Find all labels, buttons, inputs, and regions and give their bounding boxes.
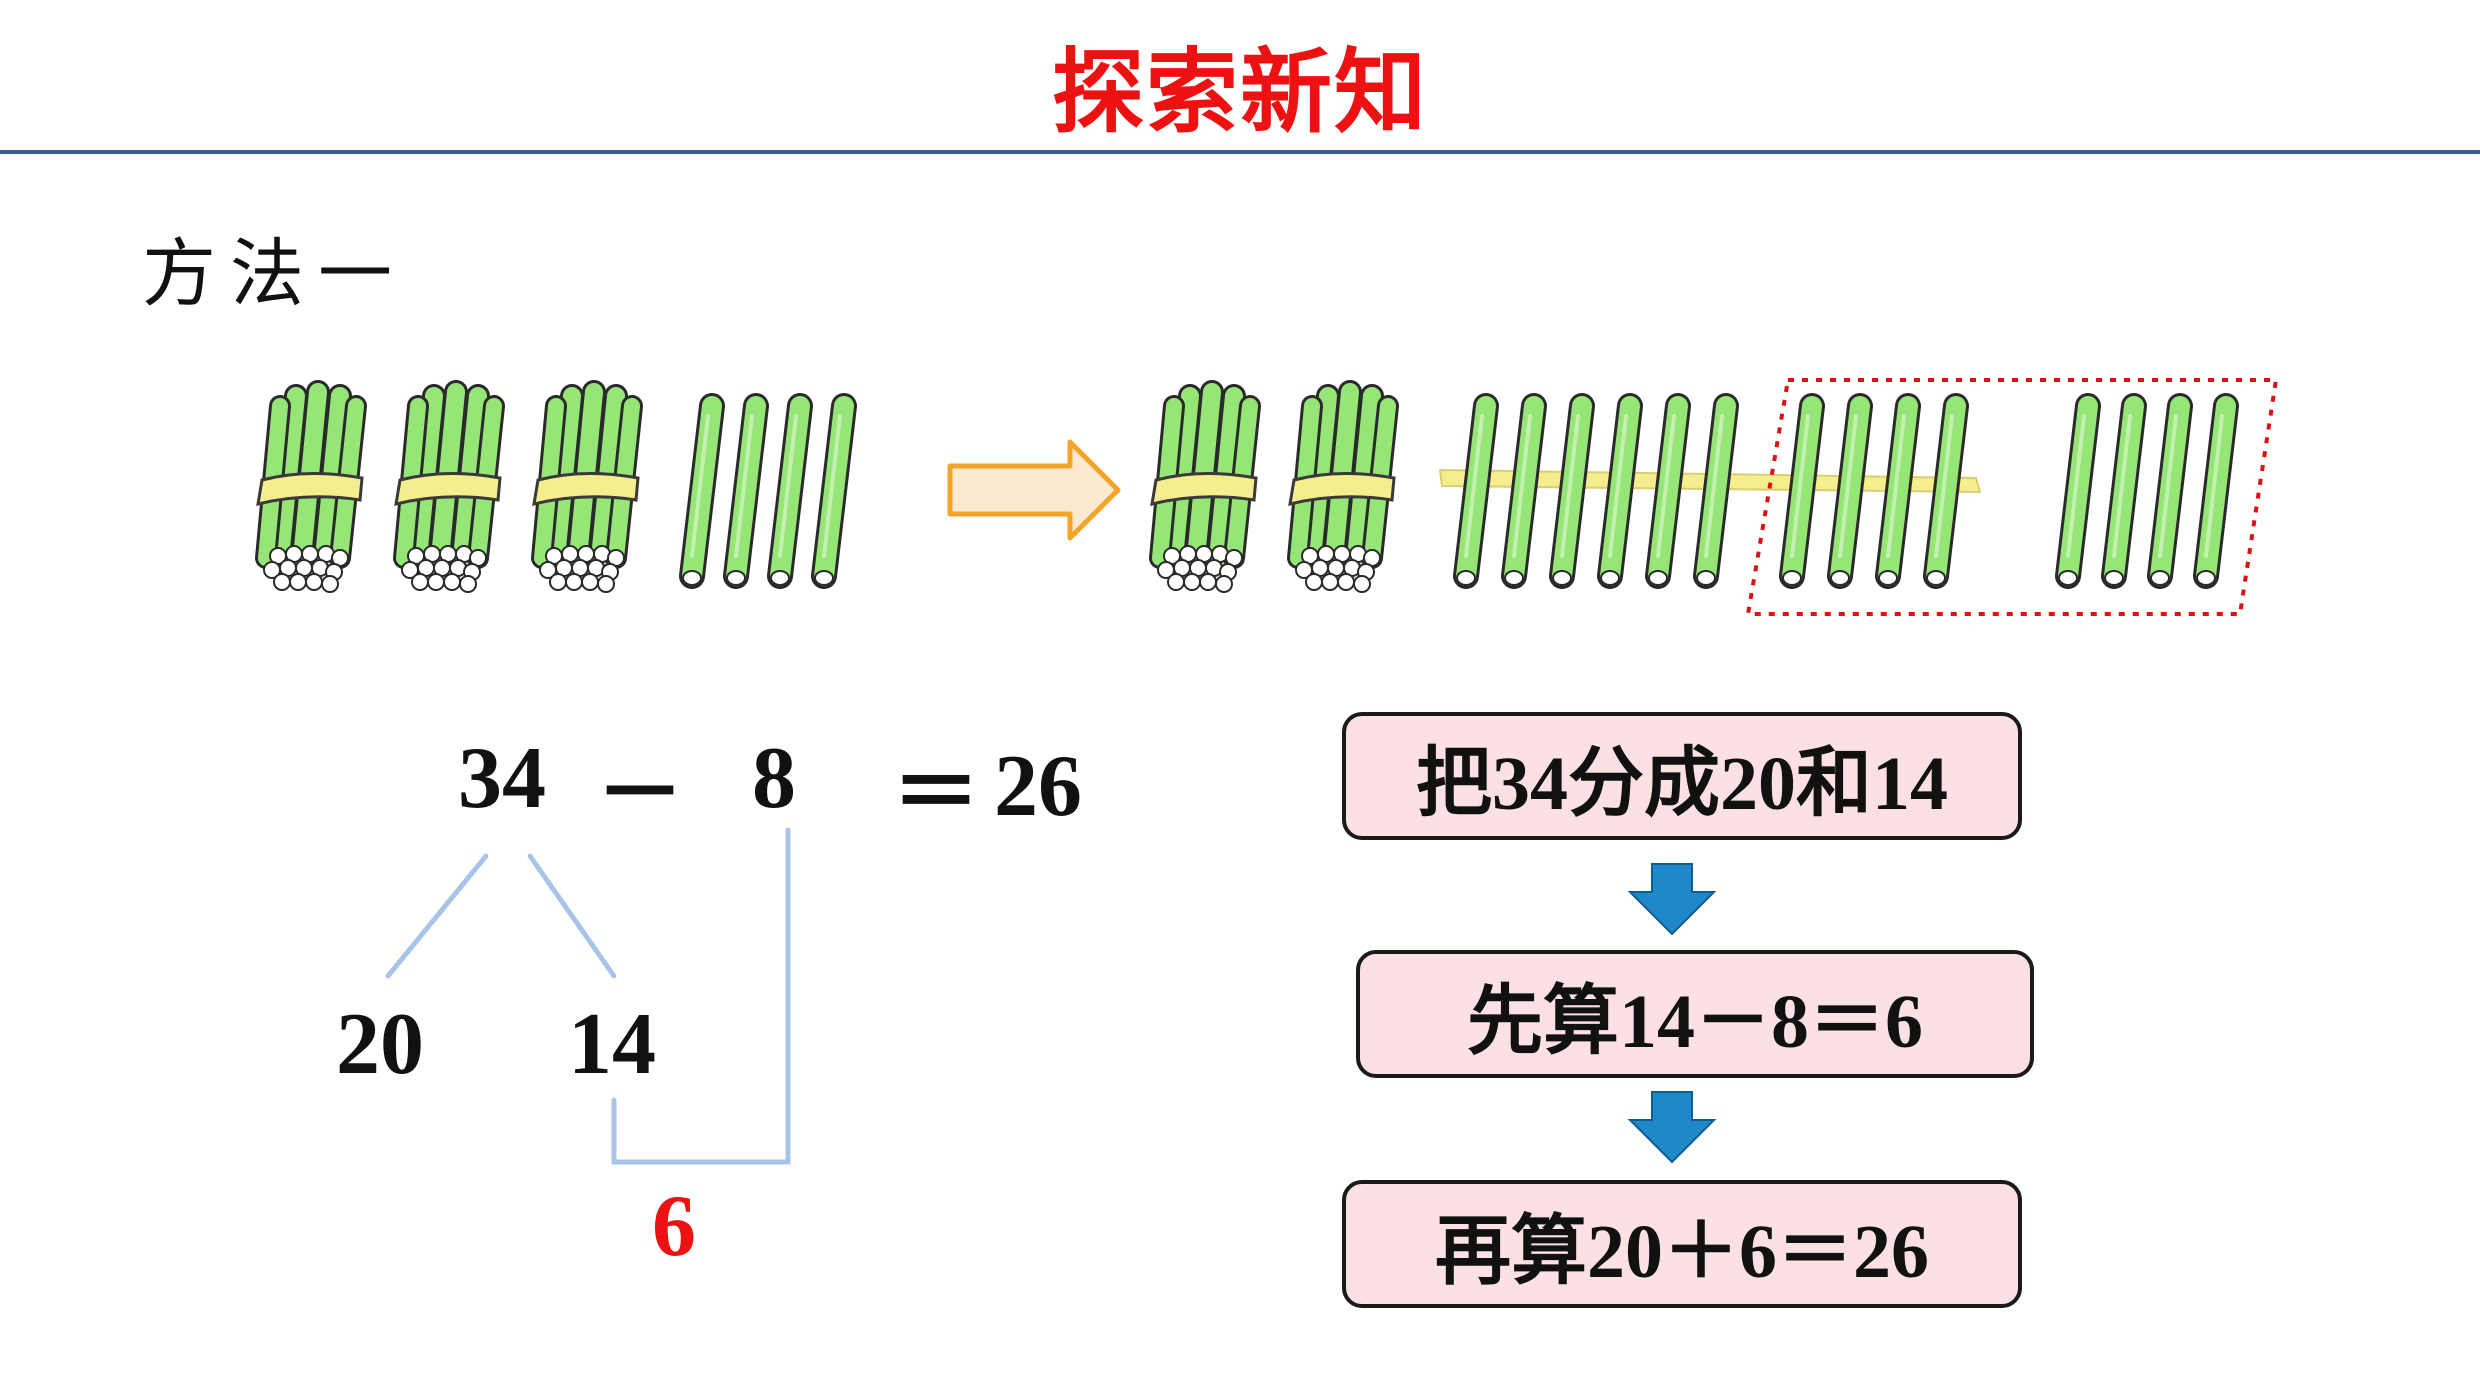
minus-sign: － bbox=[596, 746, 685, 843]
step-label: 把34分成20和14 bbox=[1416, 742, 1948, 826]
step-box-3: 再算20＋6＝26 bbox=[1342, 1180, 2022, 1308]
partial-result: 6 bbox=[652, 1178, 696, 1275]
step-label: 先算14－8＝6 bbox=[1467, 980, 1923, 1064]
method-label: 方法一 bbox=[142, 231, 406, 317]
step-label: 再算20＋6＝26 bbox=[1435, 1210, 1929, 1294]
step-box-2: 先算14－8＝6 bbox=[1356, 950, 2034, 1078]
minuend: 34 bbox=[458, 730, 546, 827]
ones-part: 14 bbox=[568, 996, 656, 1093]
equals-sign: ＝ bbox=[892, 746, 981, 843]
tens-part: 20 bbox=[336, 996, 424, 1093]
step-box-1: 把34分成20和14 bbox=[1342, 712, 2022, 840]
page-title: 探索新知 bbox=[1051, 39, 1428, 146]
difference: 26 bbox=[994, 738, 1082, 835]
title-divider bbox=[0, 150, 2480, 154]
subtrahend: 8 bbox=[752, 730, 796, 827]
